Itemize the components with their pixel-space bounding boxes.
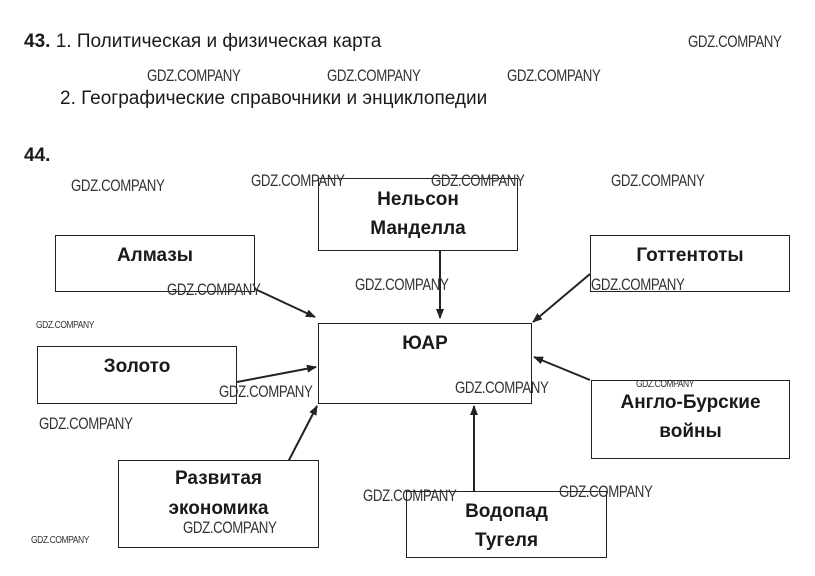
arrow-economy: [287, 405, 318, 463]
box-text: экономика: [168, 498, 269, 519]
box-diamonds: Алмазы: [55, 235, 255, 292]
box-boer-wars: Англо-Бурские войны: [591, 380, 790, 459]
box-text: Нельсон: [377, 189, 459, 210]
box-text: войны: [659, 421, 722, 442]
watermark: GDZ.COMPANY: [39, 414, 133, 433]
box-economy: Развитая экономика: [118, 460, 319, 548]
watermark: GDZ.COMPANY: [167, 280, 261, 299]
watermark: GDZ.COMPANY: [251, 171, 345, 190]
box-center-rsa: ЮАР: [318, 323, 532, 404]
arrow-gold: [236, 364, 317, 383]
task-43-item-1-text: 1. Политическая и физическая карта: [55, 31, 382, 52]
watermark: GDZ.COMPANY: [147, 66, 241, 85]
box-text: Водопад: [465, 501, 548, 522]
box-text: Тугеля: [474, 530, 539, 551]
box-text: Англо-Бурские: [620, 392, 761, 413]
arrow-hottentots: [532, 273, 591, 323]
watermark: GDZ.COMPANY: [431, 171, 525, 190]
watermark: GDZ.COMPANY: [36, 320, 94, 331]
arrow-boer-wars: [533, 356, 591, 381]
watermark: GDZ.COMPANY: [71, 176, 165, 195]
watermark: GDZ.COMPANY: [611, 171, 705, 190]
task-43-item-2: 2. Географические справочники и энциклоп…: [60, 88, 488, 109]
task-43-item-1: 43. 1. Политическая и физическая карта: [24, 31, 381, 53]
box-text: Манделла: [370, 218, 466, 239]
watermark: GDZ.COMPANY: [636, 379, 694, 390]
box-text: Развитая: [175, 468, 262, 489]
watermark: GDZ.COMPANY: [219, 382, 313, 401]
watermark: GDZ.COMPANY: [455, 378, 549, 397]
watermark: GDZ.COMPANY: [507, 66, 601, 85]
task-43-number: 43.: [24, 31, 51, 52]
box-hottentots: Готтентоты: [590, 235, 790, 292]
watermark: GDZ.COMPANY: [591, 275, 685, 294]
watermark: GDZ.COMPANY: [31, 535, 89, 546]
box-gold: Золото: [37, 346, 237, 404]
watermark: GDZ.COMPANY: [355, 275, 449, 294]
watermark: GDZ.COMPANY: [559, 482, 653, 501]
watermark: GDZ.COMPANY: [327, 66, 421, 85]
watermark: GDZ.COMPANY: [363, 486, 457, 505]
arrow-diamonds: [254, 288, 316, 318]
task-44-number: 44.: [24, 145, 51, 166]
watermark: GDZ.COMPANY: [688, 32, 782, 51]
watermark: GDZ.COMPANY: [183, 518, 277, 537]
